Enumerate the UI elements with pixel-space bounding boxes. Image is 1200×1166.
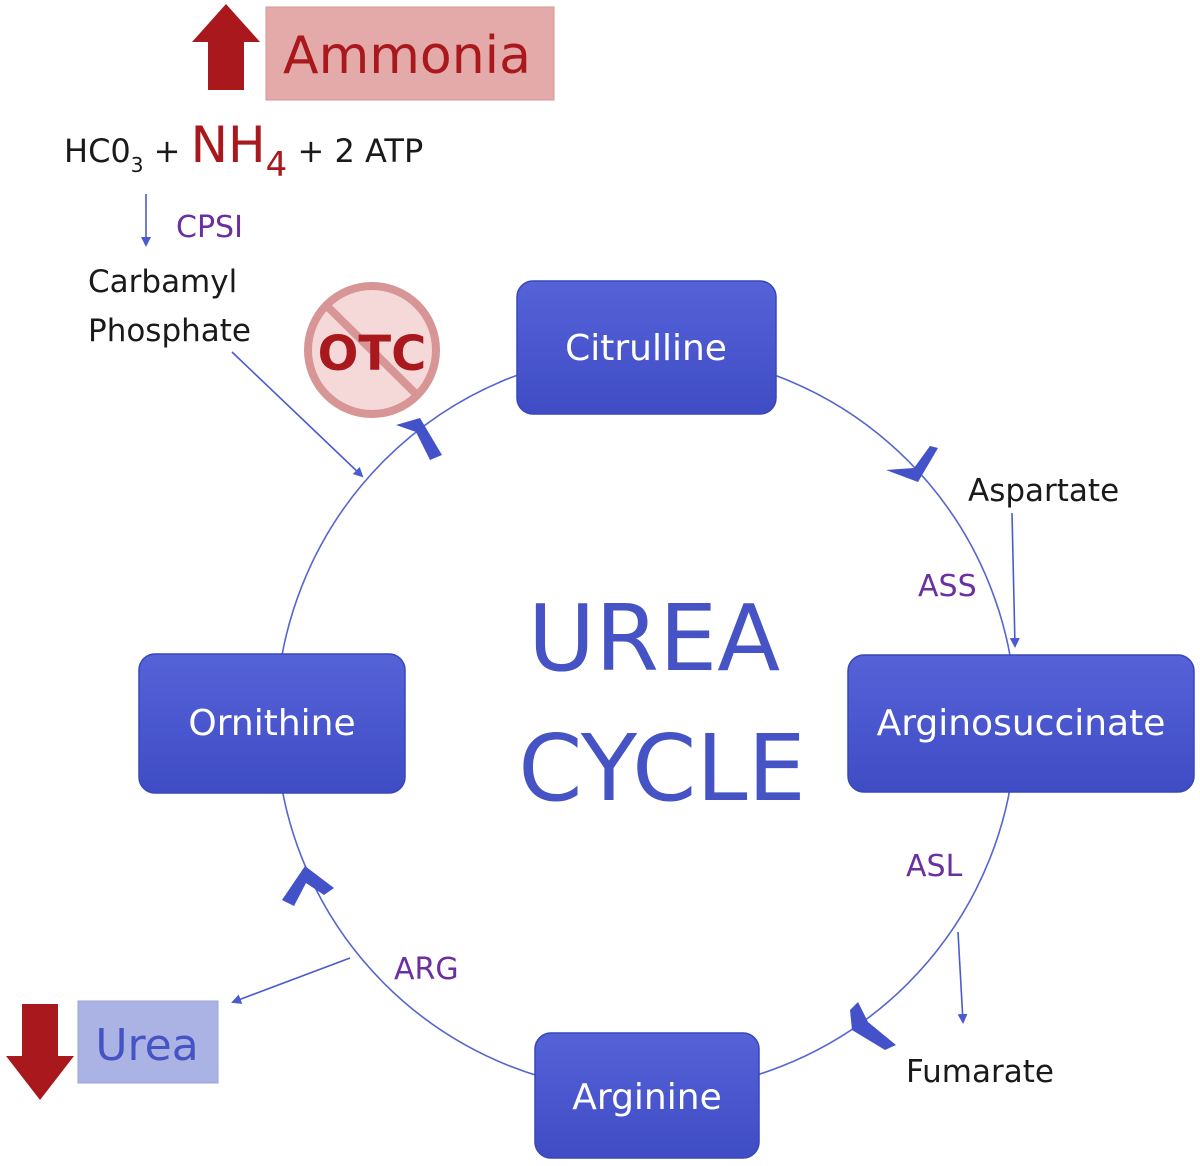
node-arginine-label: Arginine: [572, 1077, 721, 1118]
hco3-label: HC0: [64, 132, 131, 170]
phosphate-label: Phosphate: [88, 313, 251, 349]
title-line2: CYCLE: [518, 715, 805, 822]
node-arginosuccinate: [847, 654, 1195, 793]
enzyme-cpsi: CPSI: [176, 210, 243, 245]
nh4-subscript: 4: [266, 145, 288, 185]
otc-blocked-icon: [304, 282, 440, 418]
carbamyl-arrow: [231, 351, 364, 478]
reaction-equation: HC03 + NH4 + 2 ATP: [64, 116, 423, 185]
nh4-label: NH: [191, 116, 266, 174]
ammonia-box: [265, 6, 555, 101]
chevron-arrow-asl: [850, 1002, 896, 1050]
aspartate-label: Aspartate: [968, 473, 1119, 509]
carbamyl-label: Carbamyl: [88, 264, 237, 300]
urea-arrow: [231, 957, 351, 1004]
node-arginine: [534, 1032, 760, 1159]
chevron-arrow-ass: [886, 446, 938, 482]
fumarate-label: Fumarate: [906, 1054, 1054, 1090]
atp-label: + 2 ATP: [287, 132, 423, 170]
arrow-down-icon: [6, 1004, 74, 1100]
chevron-arrow-arg: [282, 866, 334, 906]
enzyme-arg: ARG: [394, 952, 459, 987]
node-citrulline-label: Citrulline: [565, 328, 727, 369]
node-ornithine-label: Ornithine: [188, 703, 355, 744]
ammonia-label: Ammonia: [283, 26, 531, 86]
enzyme-asl: ASL: [906, 849, 963, 884]
aspartate-arrow: [1009, 512, 1020, 648]
enzyme-ass: ASS: [918, 569, 977, 604]
node-citrulline: [516, 280, 777, 415]
title-line1: UREA: [528, 585, 780, 692]
arrow-up-icon: [192, 4, 260, 90]
plus-sign: +: [144, 132, 191, 170]
urea-box: [77, 1000, 219, 1084]
enzyme-otc: OTC: [318, 326, 427, 382]
node-ornithine: [138, 653, 406, 794]
urea-label: Urea: [95, 1020, 198, 1071]
node-arginosuccinate-label: Arginosuccinate: [877, 703, 1166, 744]
hco3-subscript: 3: [131, 153, 144, 177]
fumarate-arrow: [957, 931, 968, 1024]
chevron-arrow-otc: [396, 418, 442, 460]
